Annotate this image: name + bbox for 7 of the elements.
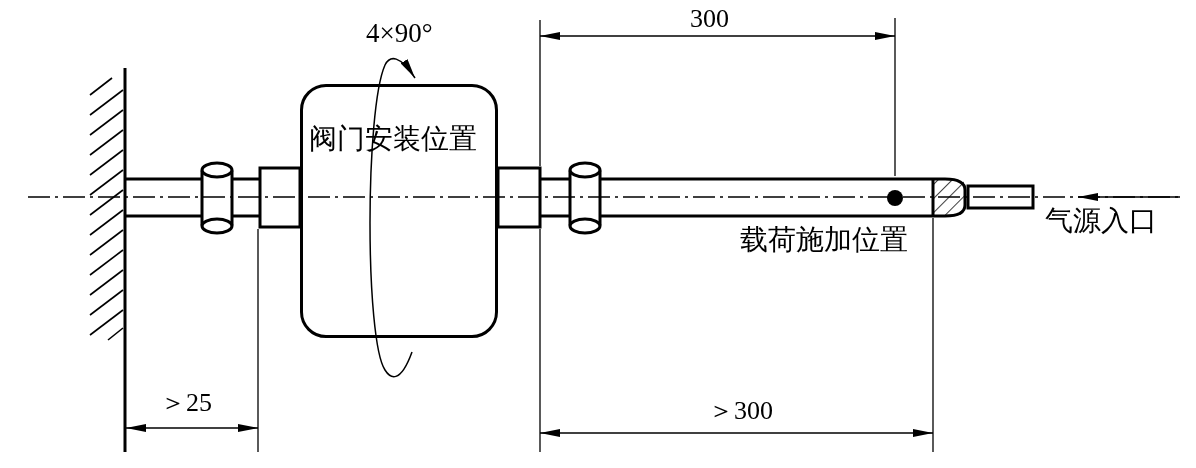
- valve-box: [300, 84, 498, 338]
- inlet-label: 气源入口: [1045, 207, 1157, 235]
- dimension-label: ＞25: [160, 390, 212, 416]
- dimension-label: ＞300: [708, 398, 773, 424]
- load-point-label: 载荷施加位置: [740, 226, 908, 254]
- angle-label: 4×90°: [366, 20, 433, 47]
- dimension-label: 300: [690, 6, 729, 32]
